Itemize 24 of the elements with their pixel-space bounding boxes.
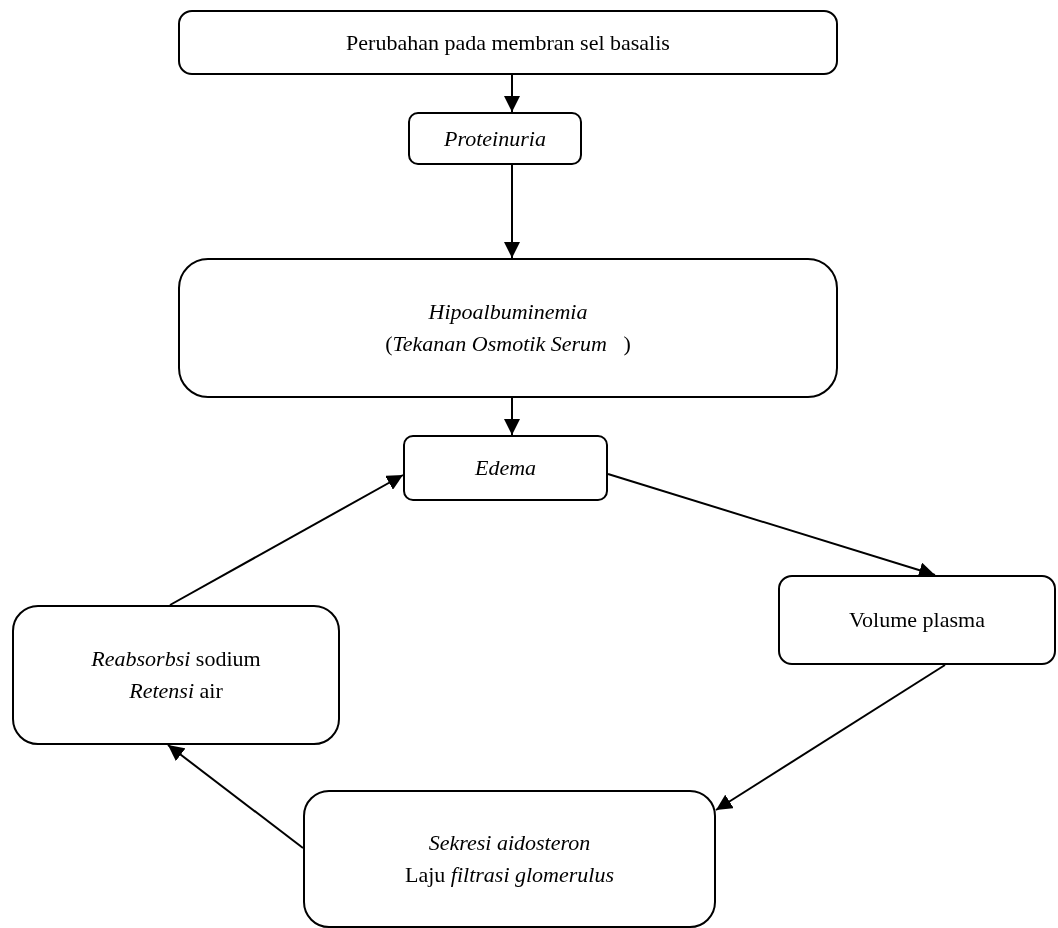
node-text: Laju filtrasi glomerulus [405, 861, 614, 889]
arrow [715, 664, 946, 811]
arrow [504, 164, 520, 259]
node-text: (Tekanan Osmotik Serum ) [385, 330, 631, 358]
process-box [403, 435, 608, 501]
arrow [167, 744, 304, 849]
node-text: Volume plasma [849, 606, 985, 635]
node-text: Sekresi aidosteron [428, 829, 591, 858]
node-text: Edema [474, 454, 537, 483]
node-text: Perubahan pada membran sel basalis [346, 28, 670, 57]
node-text: Hipoalbuminemia [428, 298, 588, 327]
node-text: Reabsorbsi sodium [91, 645, 261, 674]
process-box [12, 605, 340, 745]
node-text: Retensi air [129, 677, 223, 705]
arrow [607, 473, 936, 578]
arrow [169, 474, 404, 606]
process-box [303, 790, 716, 928]
process-box [178, 10, 838, 75]
node-text: Proteinuria [444, 124, 546, 153]
arrow [504, 397, 520, 436]
process-box [408, 112, 582, 165]
arrow [504, 74, 520, 113]
process-box [778, 575, 1056, 665]
process-box [178, 258, 838, 398]
